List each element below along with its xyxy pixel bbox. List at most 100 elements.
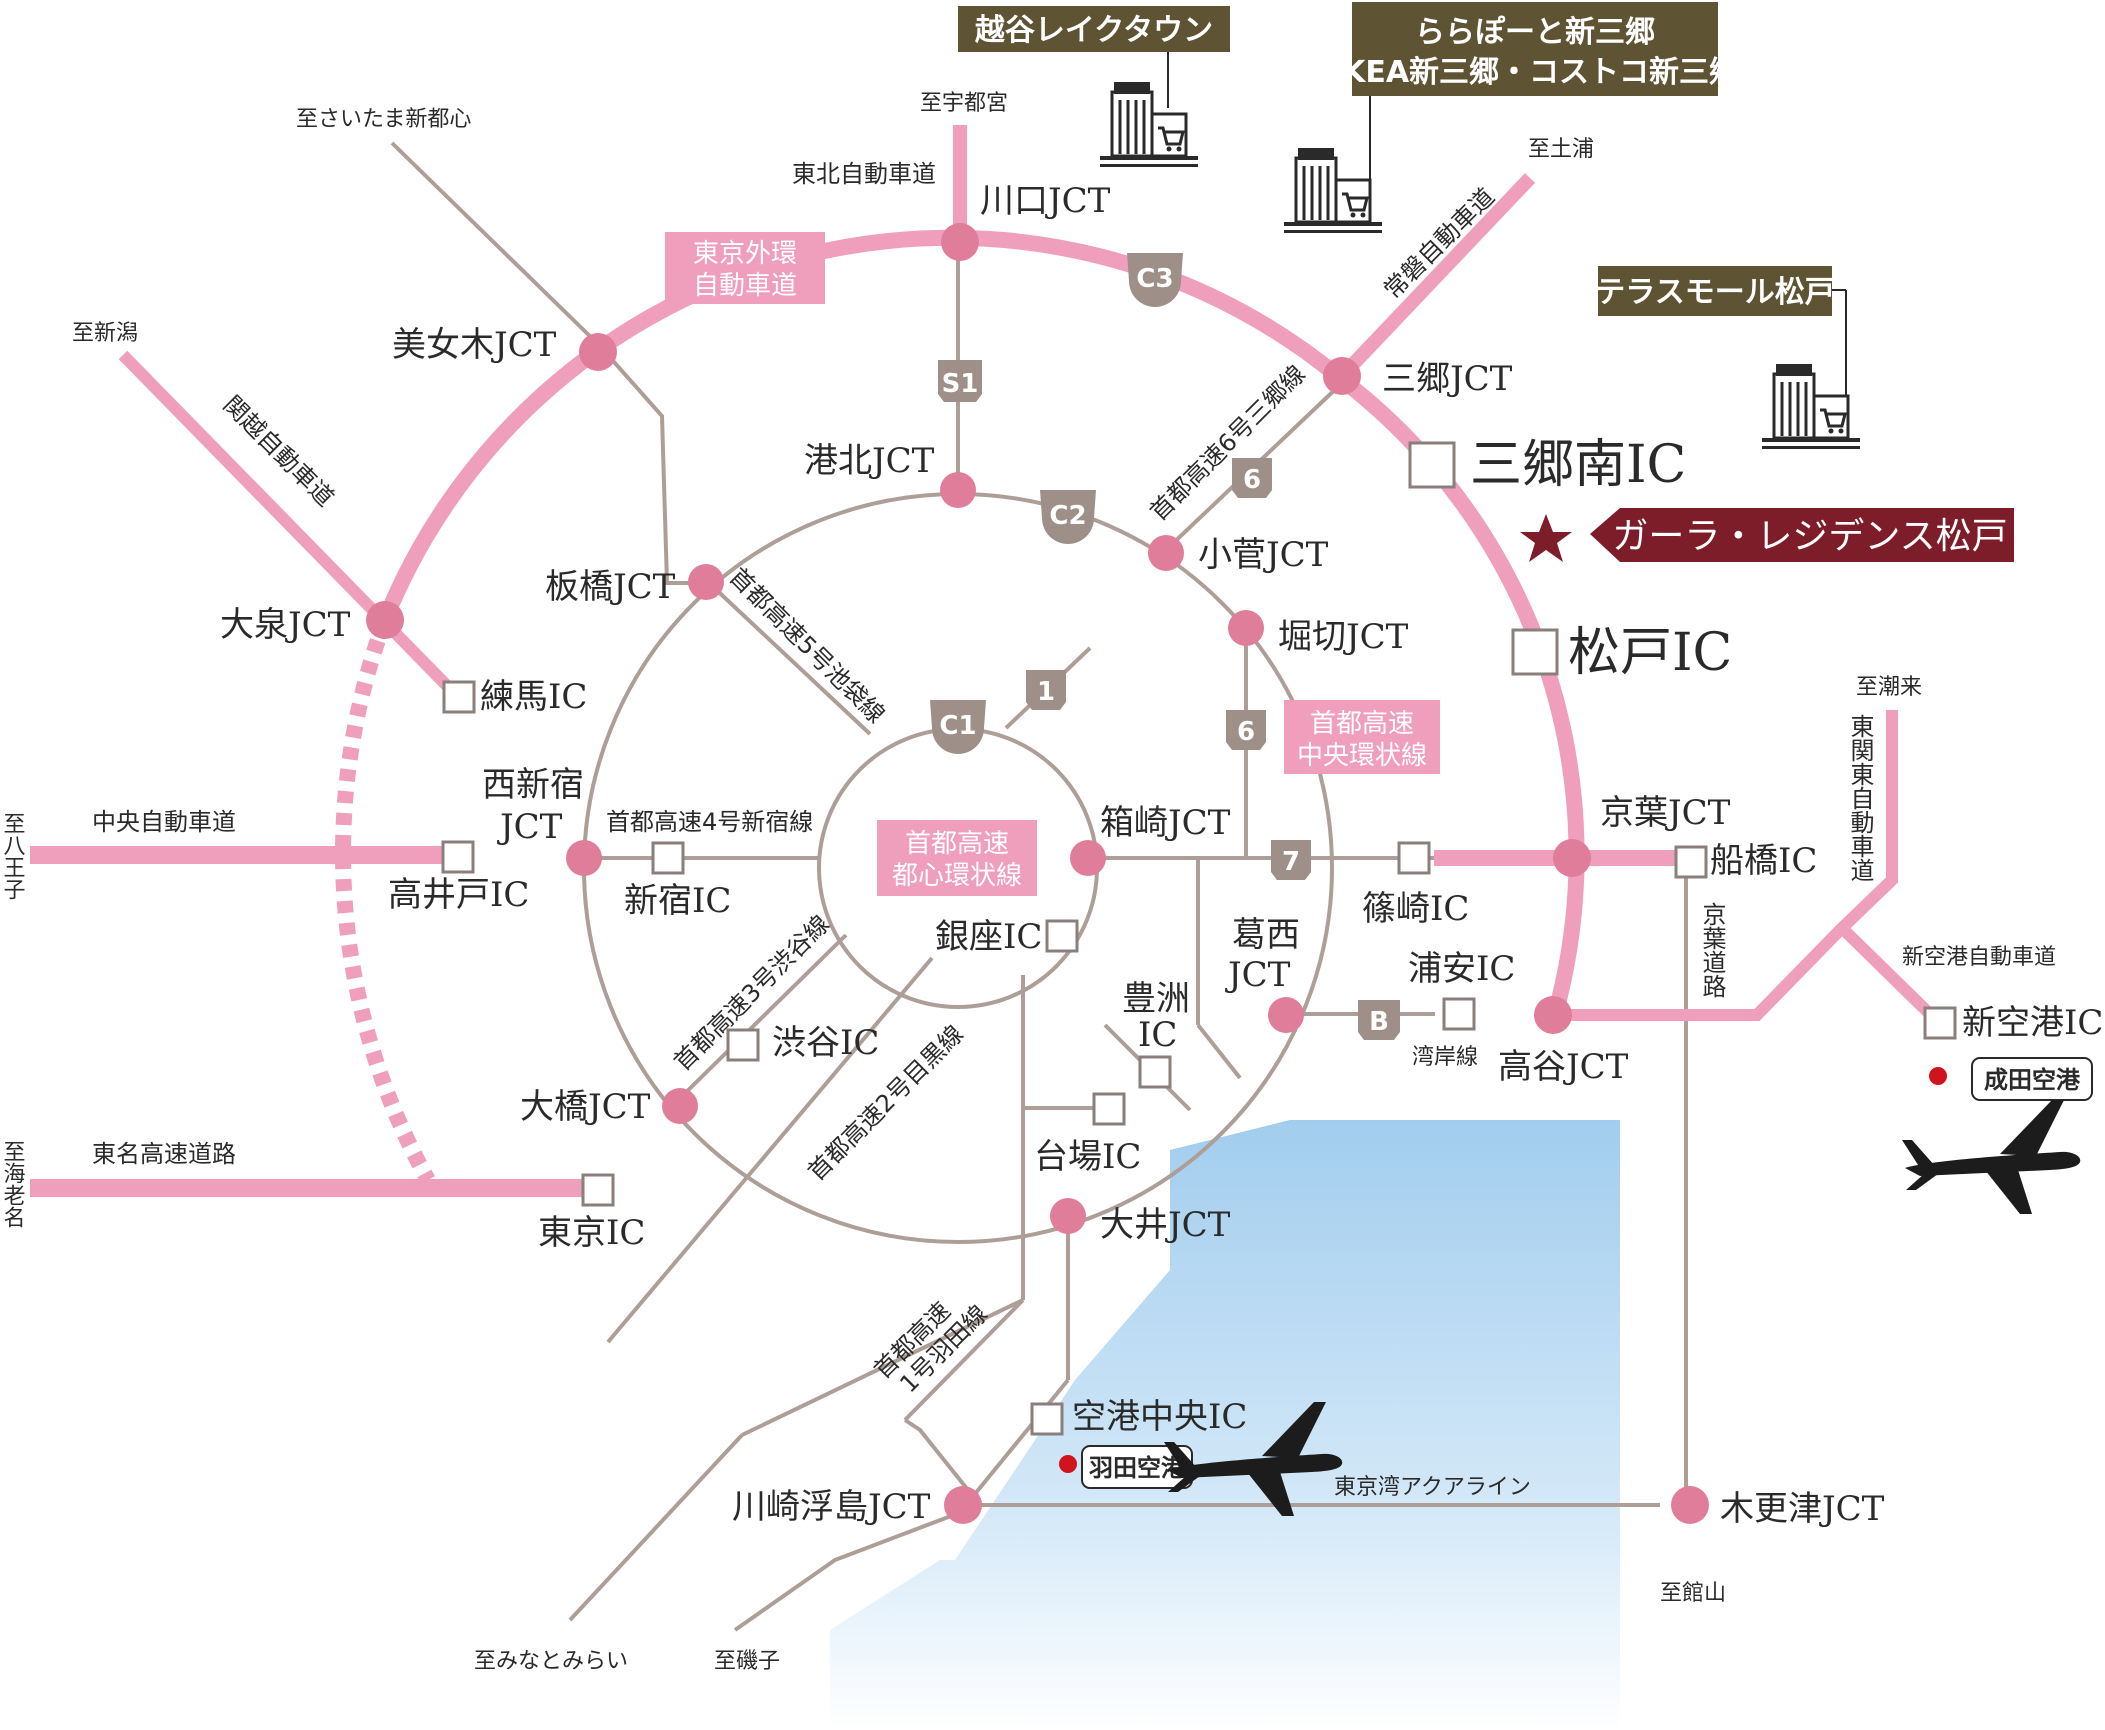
c1-ring-label: 首都高速 都心環状線: [877, 820, 1037, 896]
label-funabashi-ic: 船橋IC: [1710, 841, 1817, 881]
c2-ring-label: 首都高速 中央環状線: [1284, 700, 1440, 774]
label-wangan: 湾岸線: [1412, 1045, 1478, 1070]
svg-text:C1: C1: [939, 711, 976, 741]
route-shields: C1 C2 C3 S1 1 6 6 7 B: [930, 253, 1400, 1040]
label-toyosu-1: 豊洲: [1122, 979, 1190, 1019]
label-koya-jct: 高谷JCT: [1498, 1047, 1629, 1087]
label-r6: 首都高速6号三郷線: [1144, 360, 1310, 526]
label-lalaport-2: IKEA新三郷・コストコ新三郷: [1331, 55, 1739, 90]
label-keiyo-jct: 京葉JCT: [1600, 793, 1731, 833]
label-to-isogo: 至磯子: [714, 1649, 780, 1674]
label-keiyo-road: 京葉道路: [1698, 902, 1726, 998]
svg-text:S1: S1: [942, 369, 979, 399]
outer-ring-label: 東京外環 自動車道: [665, 232, 825, 304]
label-nishishinjuku-1: 西新宿: [482, 765, 584, 805]
label-itabashi-jct: 板橋JCT: [545, 567, 676, 607]
svg-text:6: 6: [1243, 465, 1261, 495]
jct-labels: 川口JCT 美女木JCT 三郷JCT 大泉JCT 港北JCT 板橋JCT 小菅J…: [220, 181, 1885, 1529]
airport-narita: 成田空港: [1902, 1057, 2093, 1214]
label-r5: 首都高速5号池袋線: [724, 562, 890, 728]
label-lalaport-1: ららぽーと新三郷: [1415, 15, 1655, 50]
label-ginza-ic: 銀座IC: [935, 917, 1042, 957]
label-kasai-2: JCT: [1225, 955, 1291, 995]
label-kohoku-jct: 港北JCT: [804, 441, 935, 481]
label-ohashi-jct: 大橋JCT: [520, 1087, 651, 1127]
label-to-minatomirai: 至みなとみらい: [474, 1649, 628, 1674]
shield-c2: C2: [1040, 490, 1096, 544]
label-to-saitama: 至さいたま新都心: [296, 107, 471, 132]
label-takaido-ic: 高井戸IC: [388, 875, 529, 915]
label-shinozaki-ic: 篠崎IC: [1362, 889, 1469, 929]
label-tohoku-expressway: 東北自動車道: [792, 160, 936, 188]
label-to-itako: 至潮来: [1856, 675, 1922, 700]
svg-text:6: 6: [1237, 717, 1255, 747]
label-shinjuku-ic: 新宿IC: [624, 881, 731, 921]
label-shinkuko-ic: 新空港IC: [1962, 1003, 2103, 1043]
label-kuko-chuo-ic: 空港中央IC: [1072, 1397, 1247, 1437]
svg-text:7: 7: [1282, 847, 1300, 877]
label-haneda: 羽田空港: [1089, 1454, 1186, 1482]
label-kanetsu: 関越自動車道: [218, 390, 340, 512]
label-r4: 首都高速4号新宿線: [606, 808, 813, 836]
label-koshigaya: 越谷レイクタウン: [975, 13, 1213, 48]
plane-icon: [1902, 1100, 2081, 1214]
svg-text:自動車道: 自動車道: [693, 271, 797, 301]
label-to-tateyama: 至館山: [1660, 1581, 1726, 1606]
label-kawaguchi-jct: 川口JCT: [980, 181, 1111, 221]
svg-text:東京外環: 東京外環: [693, 239, 797, 269]
label-toyosu-2: IC: [1138, 1015, 1177, 1055]
ic-squares: [441, 441, 1957, 1436]
label-chuo-expressway: 中央自動車道: [92, 808, 236, 836]
label-misato-minami-ic: 三郷南IC: [1470, 435, 1686, 495]
direction-labels: 至さいたま新都心 至宇都宮 至土浦 至新潟 至潮来 至館山 至みなとみらい 至磯…: [0, 91, 1922, 1674]
label-matsudo-ic: 松戸IC: [1568, 623, 1732, 683]
label-terrace: テラスモール松戸: [1595, 275, 1834, 310]
svg-text:都心環状線: 都心環状線: [892, 861, 1022, 891]
label-higashikanto: 東関東自動車道: [1846, 714, 1874, 882]
label-nishishinjuku-2: JCT: [497, 807, 563, 847]
label-property: ガーラ・レジデンス松戸: [1612, 516, 2007, 557]
mall-koshigaya-icon: [1098, 80, 1200, 169]
tokyo-bay: [830, 1120, 1620, 1730]
mall-terrace: テラスモール松戸: [1595, 266, 1862, 451]
label-tokyo-ic: 東京IC: [538, 1213, 645, 1253]
label-narita: 成田空港: [1984, 1066, 2081, 1094]
svg-text:首都高速: 首都高速: [1310, 709, 1414, 739]
label-kosuge-jct: 小菅JCT: [1198, 535, 1329, 575]
label-to-hachioji: 至八王子: [0, 812, 26, 900]
label-joban: 常磐自動車道: [1378, 183, 1500, 305]
label-urayasu-ic: 浦安IC: [1408, 949, 1515, 989]
mall-lalaport-icon: [1282, 146, 1384, 235]
mall-lalaport: ららぽーと新三郷 IKEA新三郷・コストコ新三郷: [1282, 2, 1739, 235]
label-shibuya-ic: 渋谷IC: [772, 1023, 879, 1063]
label-kasai-1: 葛西: [1232, 915, 1300, 955]
label-nerima-ic: 練馬IC: [480, 677, 587, 717]
shield-c1: C1: [930, 700, 986, 754]
shield-c3: C3: [1127, 253, 1183, 307]
ic-labels: 三郷南IC 松戸IC 練馬IC 高井戸IC 新宿IC 銀座IC 篠崎IC 船橋I…: [388, 435, 2103, 1437]
label-misato-jct: 三郷JCT: [1382, 359, 1513, 399]
svg-text:首都高速: 首都高速: [905, 829, 1009, 859]
mall-koshigaya: 越谷レイクタウン: [958, 6, 1230, 169]
road-labels: 東北自動車道 中央自動車道 東名高速道路 首都高速4号新宿線 湾岸線 新空港自動…: [92, 160, 2056, 1500]
label-hakozaki-jct: 箱崎JCT: [1100, 803, 1231, 843]
svg-text:C2: C2: [1049, 501, 1086, 531]
svg-text:B: B: [1369, 1007, 1389, 1037]
label-to-ebina: 至海老名: [0, 1140, 26, 1228]
label-kawasaki-ukishima-jct: 川崎浮島JCT: [732, 1487, 931, 1527]
airport-haneda: 羽田空港: [1059, 1402, 1343, 1516]
shield-b: B: [1358, 1000, 1400, 1040]
label-bijogi-jct: 美女木JCT: [392, 325, 557, 365]
shield-s1: S1: [938, 360, 982, 402]
jct-nodes: [366, 223, 1709, 1524]
shield-7: 7: [1271, 840, 1311, 880]
label-horikiri-jct: 堀切JCT: [1278, 617, 1409, 657]
shield-1: 1: [1026, 670, 1066, 710]
label-oi-jct: 大井JCT: [1100, 1205, 1231, 1245]
label-oizumi-jct: 大泉JCT: [220, 605, 351, 645]
label-kisarazu-jct: 木更津JCT: [1720, 1489, 1885, 1529]
shield-6b: 6: [1226, 710, 1266, 750]
property-marker: ガーラ・レジデンス松戸: [1520, 508, 2014, 562]
svg-text:1: 1: [1037, 677, 1055, 707]
